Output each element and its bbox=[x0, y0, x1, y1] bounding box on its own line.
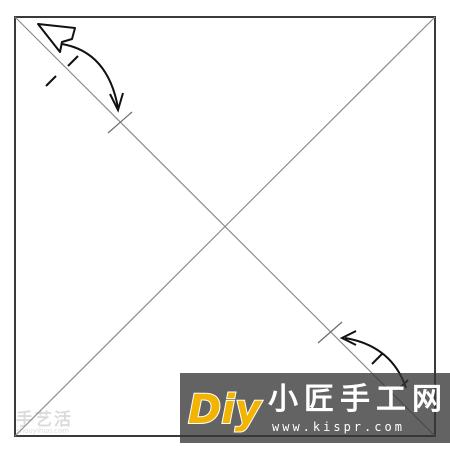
fold-dash-mark-3 bbox=[371, 353, 383, 365]
crease-tick-lower bbox=[317, 321, 343, 344]
fold-arrowhead-left-icon bbox=[339, 330, 357, 346]
fold-dash-mark-1 bbox=[45, 75, 57, 87]
corner-watermark-subtext: shouyihuo.com bbox=[16, 427, 70, 435]
brand-title: 小匠手工网 bbox=[268, 382, 448, 417]
fold-arrowhead-down-icon bbox=[109, 92, 124, 113]
crease-tick-upper bbox=[107, 111, 133, 134]
fold-arrow-top-left bbox=[37, 23, 124, 113]
diy-logo: Diy bbox=[187, 386, 264, 434]
fold-arrowhead-open-left-icon bbox=[37, 23, 76, 53]
diy-logo-text: Diy bbox=[188, 387, 263, 433]
corner-watermark: 手艺活 shouyihuo.com bbox=[16, 405, 96, 441]
fold-dash-mark-2 bbox=[67, 55, 79, 67]
watermark-banner: Diy 小匠手工网 www.kispr.com bbox=[180, 373, 450, 443]
corner-watermark-text: 手艺活 bbox=[16, 410, 73, 430]
fold-arrow-curve-top-left bbox=[61, 43, 119, 109]
diagonal-fold-line-top-right-bottom-left bbox=[14, 16, 436, 437]
brand-url: www.kispr.com bbox=[272, 420, 405, 434]
